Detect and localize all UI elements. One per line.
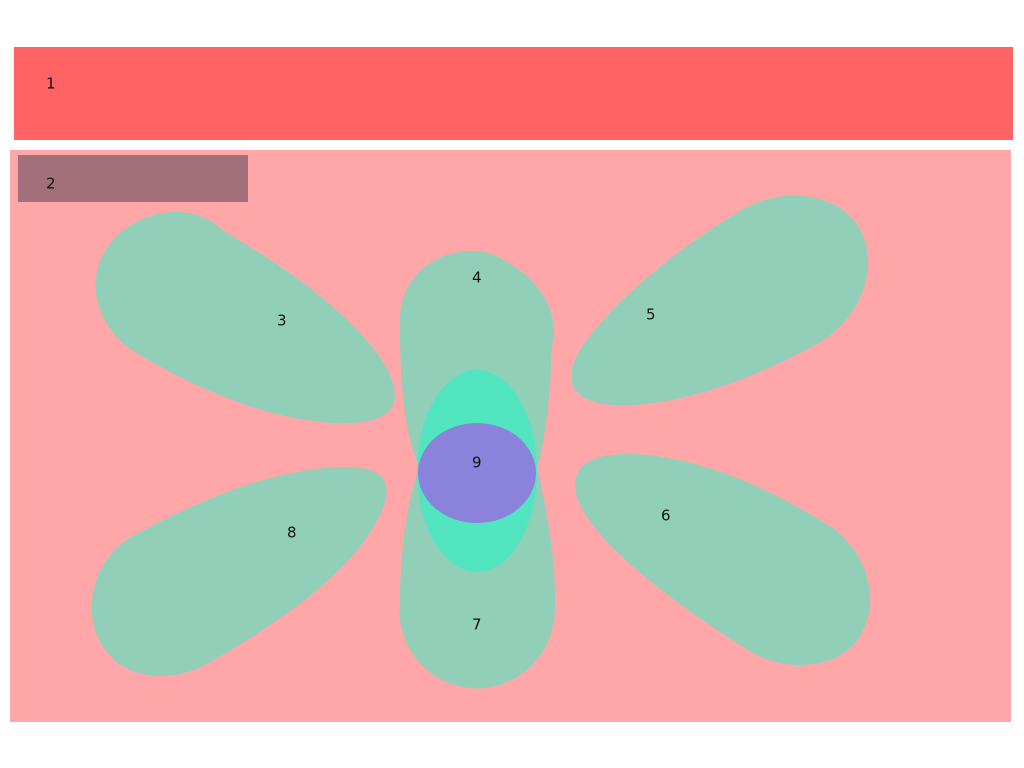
region-3-label: 3 <box>277 312 287 330</box>
region-2-tag-box <box>18 155 248 202</box>
region-6-label: 6 <box>661 507 671 525</box>
region-5-label: 5 <box>646 306 656 324</box>
region-9-center <box>418 423 536 523</box>
region-9-label: 9 <box>472 454 482 472</box>
region-2-label: 2 <box>46 175 56 193</box>
region-7-label: 7 <box>472 616 482 634</box>
region-4-label: 4 <box>472 269 482 287</box>
region-5-petal <box>571 195 868 406</box>
region-3-petal <box>95 211 395 424</box>
region-1-header-bar <box>14 47 1013 140</box>
region-1-label: 1 <box>46 75 56 93</box>
region-8-petal <box>91 466 387 676</box>
region-6-petal <box>575 453 871 666</box>
region-8-label: 8 <box>287 524 297 542</box>
